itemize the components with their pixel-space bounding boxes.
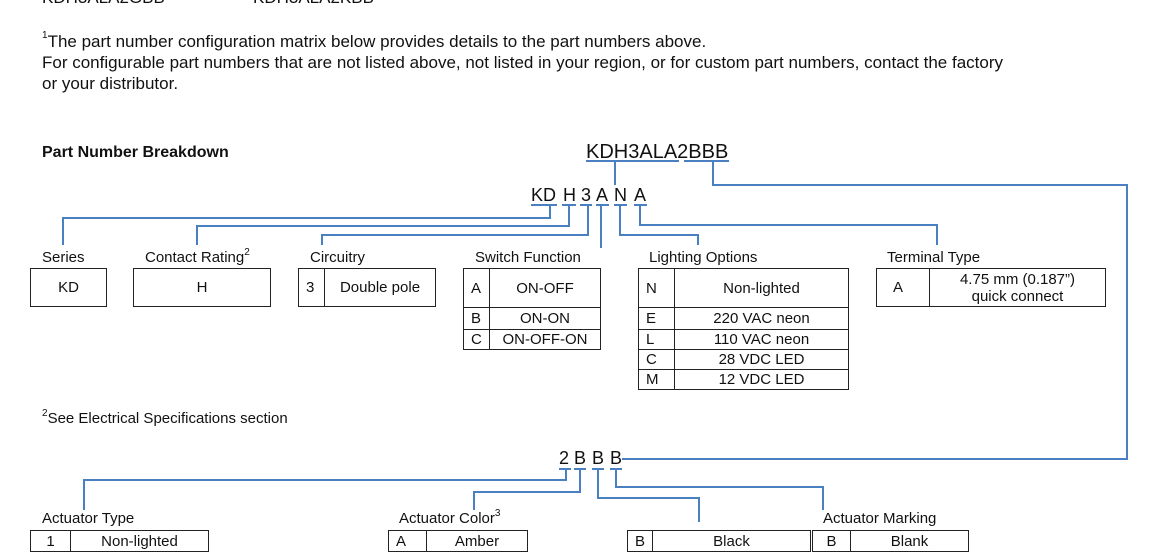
code-actuator-color: B: [574, 448, 587, 468]
label-actuator-color: Actuator Color3: [399, 508, 501, 527]
cell-value: Double pole: [324, 268, 436, 307]
cell-code: A: [388, 530, 427, 552]
label-contact-rating: Contact Rating2: [145, 247, 250, 266]
cell-code: 3: [298, 268, 325, 307]
contact-table: H: [133, 268, 271, 307]
cell-value: Blank: [850, 530, 969, 552]
cell-value: 12 VDC LED: [674, 369, 849, 390]
footnote-mark: 3: [494, 508, 501, 519]
cell-code: B: [463, 307, 490, 330]
cell-value: 220 VAC neon: [674, 307, 849, 330]
full-part-number: KDH3ALA2BBB: [586, 141, 729, 163]
label-actuator-type: Actuator Type: [42, 510, 135, 527]
terminal-table: A 4.75 mm (0.187”)quick connect: [876, 268, 1106, 307]
cell-code: 1: [30, 530, 71, 552]
label-terminal-type: Terminal Type: [887, 249, 981, 266]
cell-code: L: [638, 329, 675, 350]
footnote-mark: 2: [244, 247, 250, 258]
label-switch-function: Switch Function: [475, 249, 581, 266]
code-circuitry: 3: [581, 185, 592, 205]
cell-code: N: [638, 268, 675, 308]
footnote-1-line3: or your distributor.: [42, 74, 179, 93]
label-text: Actuator Color: [399, 510, 495, 527]
cell-value: H: [133, 268, 271, 307]
code-actuator-type: 2: [559, 448, 570, 468]
code-lighting: N: [614, 185, 627, 205]
cell-value: ON-ON: [489, 307, 601, 330]
label-circuitry: Circuitry: [310, 249, 365, 266]
cell-value: Amber: [426, 530, 528, 552]
cell-value: Black: [652, 530, 811, 552]
footnote-mark: 1: [42, 30, 48, 41]
footnote-text: See Electrical Specifications section: [47, 410, 288, 427]
cell-value: 110 VAC neon: [674, 329, 849, 350]
cell-code: B: [812, 530, 851, 552]
cell-code: A: [463, 268, 490, 308]
footnote-mark: 2: [42, 408, 48, 419]
cell-value: 28 VDC LED: [674, 349, 849, 370]
code-terminal: A: [634, 185, 647, 205]
cell-code: A: [876, 268, 930, 307]
cell-value: ON-OFF-ON: [489, 329, 601, 350]
code-actuator-marking: B: [610, 448, 623, 468]
cell-code: B: [627, 530, 653, 552]
cell-code: M: [638, 369, 675, 390]
footnote-1: 1The part number configuration matrix be…: [42, 30, 707, 52]
label-actuator-marking: Actuator Marking: [823, 510, 937, 527]
cell-code: C: [463, 329, 490, 350]
code-switch: A: [596, 185, 609, 205]
cell-code: E: [638, 307, 675, 330]
partial-part-number: KDH3ALA2KBB: [253, 0, 374, 8]
label-series: Series: [42, 249, 85, 266]
cell-value: KD: [30, 268, 107, 307]
cell-value: Non-lighted: [674, 268, 849, 308]
cell-code: C: [638, 349, 675, 370]
cell-value: ON-OFF: [489, 268, 601, 308]
label-text: Contact Rating: [145, 249, 245, 266]
cell-value: 4.75 mm (0.187”): [959, 270, 1076, 288]
footnote-2: 2See Electrical Specifications section: [42, 408, 288, 427]
footnote-text: The part number configuration matrix bel…: [47, 32, 707, 51]
section-heading: Part Number Breakdown: [42, 144, 229, 161]
series-table: KD: [30, 268, 107, 307]
code-series: KD: [531, 185, 557, 205]
code-contact: H: [563, 185, 576, 205]
code-actuator-color-2: B: [592, 448, 605, 468]
footnote-1-line2: For configurable part numbers that are n…: [42, 53, 1003, 72]
cell-value: Non-lighted: [70, 530, 209, 552]
label-lighting-options: Lighting Options: [649, 249, 758, 266]
partial-part-number: KDH3ALA2GBB: [42, 0, 165, 8]
cell-value: quick connect: [971, 287, 1064, 305]
